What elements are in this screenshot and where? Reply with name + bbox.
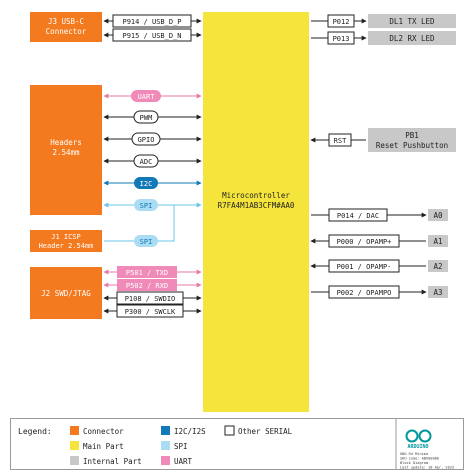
a3-label: A3 bbox=[433, 288, 442, 297]
p914-text: P914 / USB_D_P bbox=[122, 18, 181, 26]
uart-text: UART bbox=[138, 93, 156, 101]
a2-block bbox=[428, 260, 448, 272]
a3-block bbox=[428, 286, 448, 298]
p002-tag bbox=[328, 285, 400, 299]
rst-text: RST bbox=[334, 137, 347, 145]
p108-text: P108 / SWDIO bbox=[125, 295, 176, 303]
p014-tag bbox=[328, 208, 388, 222]
j2-label: J2 SWD/JTAG bbox=[41, 289, 91, 298]
p502-tag bbox=[117, 279, 177, 291]
p000-tag bbox=[328, 234, 400, 248]
p012-text: P012 bbox=[333, 18, 350, 26]
a2-label: A2 bbox=[433, 262, 442, 271]
j1-icsp-block bbox=[30, 230, 102, 252]
adc-tag bbox=[133, 154, 159, 168]
a0-block bbox=[428, 209, 448, 221]
dl2-label: DL2 RX LED bbox=[389, 34, 435, 43]
p013-text: P013 bbox=[333, 35, 350, 43]
headers-block bbox=[30, 85, 102, 215]
p501-tag bbox=[117, 266, 177, 278]
right-wires bbox=[310, 18, 427, 295]
i2c-tag bbox=[134, 177, 158, 189]
dl2-led-block bbox=[368, 31, 456, 45]
p002-text: P002 / OPAMPO bbox=[337, 289, 392, 297]
p915-tag bbox=[112, 28, 192, 42]
p000-text: P000 / OPAMP+ bbox=[337, 238, 392, 246]
p915-text: P915 / USB_D_N bbox=[122, 32, 181, 40]
spi-icsp-tag bbox=[134, 235, 158, 247]
i2c-text: I2C bbox=[140, 180, 153, 188]
gpio-tag bbox=[131, 132, 161, 146]
spi-headers-text: SPI bbox=[140, 202, 153, 210]
j2-swd-block bbox=[30, 267, 102, 319]
dl1-label: DL1 TX LED bbox=[389, 17, 435, 26]
a1-block bbox=[428, 235, 448, 247]
pwm-tag bbox=[133, 110, 159, 124]
p001-text: P001 / OPAMP- bbox=[337, 263, 392, 271]
p501-text: P501 / TXD bbox=[126, 269, 168, 277]
a0-label: A0 bbox=[433, 211, 443, 220]
a1-label: A1 bbox=[433, 237, 442, 246]
dl1-led-block bbox=[368, 14, 456, 28]
p300-text: P300 / SWCLK bbox=[125, 308, 176, 316]
legend-panel bbox=[10, 418, 464, 470]
gpio-text: GPIO bbox=[138, 136, 155, 144]
uart-tag bbox=[131, 90, 161, 102]
p012-tag bbox=[327, 14, 355, 28]
p014-text: P014 / DAC bbox=[337, 212, 379, 220]
microcontroller-block bbox=[203, 12, 309, 412]
p502-text: P502 / RXD bbox=[126, 282, 168, 290]
pwm-text: PWM bbox=[140, 114, 153, 122]
adc-text: ADC bbox=[140, 158, 153, 166]
p300-tag bbox=[116, 304, 184, 318]
p914-tag bbox=[112, 14, 192, 28]
pb1-reset-block bbox=[368, 128, 456, 152]
rst-tag bbox=[328, 133, 352, 147]
p108-tag bbox=[116, 291, 184, 305]
j3-usb-c-block bbox=[30, 12, 102, 42]
spi-headers-tag bbox=[134, 199, 158, 211]
p013-tag bbox=[327, 31, 355, 45]
spi-icsp-text: SPI bbox=[140, 238, 153, 246]
p001-tag bbox=[328, 259, 400, 273]
